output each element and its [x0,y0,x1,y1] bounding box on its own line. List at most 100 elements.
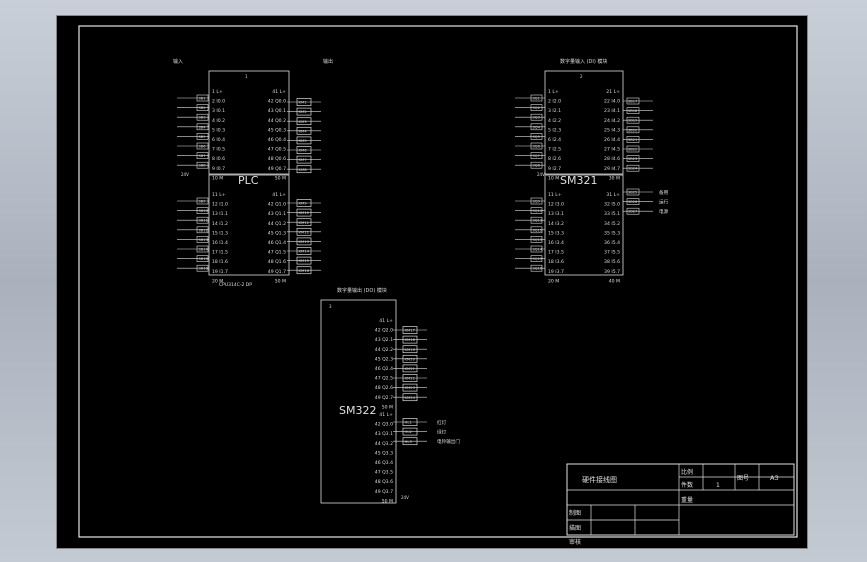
sm321-block: 数字量输入 (DI) 模块 2 SM321 1 L+2 I2.03 I2.14 … [515,58,669,284]
sm322-coil-label-8: KM24 [405,395,416,400]
size-value: A3 [770,474,779,482]
sm322-coil-label-11: HL3 [405,439,413,444]
draw-label: 制图 [569,509,581,517]
sm322-coil-1 [402,326,418,334]
sm321-left-pin-2: 2 I2.0 [548,99,561,105]
sm321-right-pin-9: 29 I4.7 [604,166,620,172]
plc-left-pin-20: 20 M [212,278,223,284]
sm321-right-switch-5 [626,136,640,143]
sm322-pin-3: 43 Q2.1 [375,337,393,343]
sm321-right-switch-label-5: SB21 [628,138,637,142]
plc-right-pin-7: 47 Q0.5 [268,147,286,153]
sm321-left-pin-6: 6 I2.4 [548,137,561,143]
sm321-right-switch-label-1: SB17 [628,100,637,104]
plc-in-switch-11 [196,216,209,224]
sm321-in-switch-label-9: SQ9 [533,200,541,204]
sm321-right-pin-19: 39 I5.7 [604,269,620,275]
plc-in-switch-1 [196,94,209,102]
plc-right-pin-5: 45 Q0.3 [268,127,286,133]
sm321-right-switch-11 [626,207,640,215]
plc-right-pin-13: 43 Q1.1 [268,211,286,217]
plc-in-switch-label-11: SB11 [199,219,208,223]
sm321-left-pin-10: 10 M [548,175,559,181]
plc-in-switch-label-8: SB8 [199,164,207,168]
sm321-in-switch-label-15: SQ15 [533,257,543,261]
plc-coil-6 [296,146,312,154]
plc-coil-label-9: KM9 [299,201,308,206]
sm322-pin-12: 42 Q3.0 [375,422,393,428]
sm322-coil-7 [402,383,418,392]
sm321-in-switch-10 [530,207,543,214]
design-label: 描图 [569,524,581,532]
sm321-in-switch-label-12: SQ12 [533,228,543,232]
sm322-coil-8 [402,393,418,402]
sm322-coil-2 [402,335,418,344]
plc-right-pin-19: 49 Q1.7 [268,269,286,275]
sm322-pin-10: 50 M [382,404,393,410]
plc-coil-10 [296,208,312,217]
sm322-pin-11: 41 L+ [379,412,393,418]
sm321-right-pin-18: 38 I5.6 [604,259,620,265]
plc-in-switch-14 [196,245,209,253]
sm322-supply-label: 24V [401,495,409,500]
plc-in-switch-label-10: SB10 [199,209,209,213]
plc-coil-label-7: KM7 [299,157,308,162]
sm322-block-id: 3 [329,304,332,309]
plc-right-pin-12: 42 Q1.0 [268,202,286,208]
plc-coil-label-14: KM14 [299,249,310,254]
sm321-right-switch-10 [626,198,640,205]
plc-right-pin-6: 46 Q0.4 [268,137,286,143]
sm321-in-switch-16 [530,264,543,272]
plc-in-switch-5 [196,133,209,140]
sm321-right-pin-13: 33 I5.1 [604,211,620,217]
plc-in-switch-15 [196,255,209,262]
plc-in-switch-label-16: SB16 [199,267,209,271]
sm322-pin-9: 49 Q2.7 [375,395,393,401]
sm322-text-2: 绿灯 [437,429,447,436]
plc-right-pin-16: 46 Q1.4 [268,240,286,246]
plc-left-pin-17: 17 I1.5 [212,250,228,256]
sm322-pin-7: 47 Q2.5 [375,376,393,382]
plc-coil-1 [296,98,312,106]
plc-right-pin-10: 50 M [275,175,286,181]
sm322-coil-6 [402,374,418,382]
sm321-left-pin-20: 20 M [548,278,559,284]
sm321-right-pin-1: 21 L+ [606,89,620,95]
plc-in-switch-label-13: SB13 [199,238,208,242]
sm321-right-pin-11: 31 L+ [606,192,620,198]
plc-top-right-label: 输出 [323,58,333,65]
plc-coil-15 [296,256,312,265]
sm321-header: 数字量输入 (DI) 模块 [560,58,607,65]
sm322-coil-10 [402,427,418,436]
sm322-pin-4: 44 Q2.2 [375,347,393,353]
sm321-left-pin-12: 12 I3.0 [548,202,564,208]
sm322-text-1: 红灯 [437,419,447,426]
sm321-right-pin-20: 40 M [609,278,620,284]
sm322-coil-label-2: KM18 [405,337,416,342]
plc-left-pin-16: 16 I1.4 [212,240,228,246]
sm322-header: 数字量输出 (DO) 模块 [337,287,387,294]
sm322-pin-5: 45 Q2.3 [375,356,393,362]
plc-left-pin-4: 4 I0.2 [212,118,225,124]
plc-in-switch-label-14: SB14 [199,248,209,252]
plc-right-pin-14: 44 Q1.2 [268,221,286,227]
sm321-right-pin-16: 36 I5.4 [604,240,620,246]
sm322-pin-13: 43 Q3.1 [375,431,393,437]
plc-in-switch-label-1: SB1 [199,97,206,101]
sm321-right-switch-3 [626,116,640,124]
sm321-in-switch-label-6: SQ6 [533,145,541,149]
plc-left-pin-10: 10 M [212,175,223,181]
sm321-in-switch-14 [530,245,543,253]
plc-coil-12 [296,227,312,236]
sm321-right-text-3: 电源 [659,208,669,215]
check-label: 审核 [569,538,581,546]
plc-in-switch-9 [196,197,209,205]
plc-block-id: 1 [245,74,248,79]
plc-right-pin-9: 49 Q0.7 [268,166,286,172]
plc-left-pin-14: 14 I1.2 [212,221,228,227]
plc-coil-11 [296,218,312,227]
sm321-left-pin-13: 13 I3.1 [548,211,564,217]
plc-in-switch-label-2: SB2 [199,106,206,110]
plc-top-left-label: 输入 [173,58,183,65]
sm321-in-switch-1 [530,94,543,102]
